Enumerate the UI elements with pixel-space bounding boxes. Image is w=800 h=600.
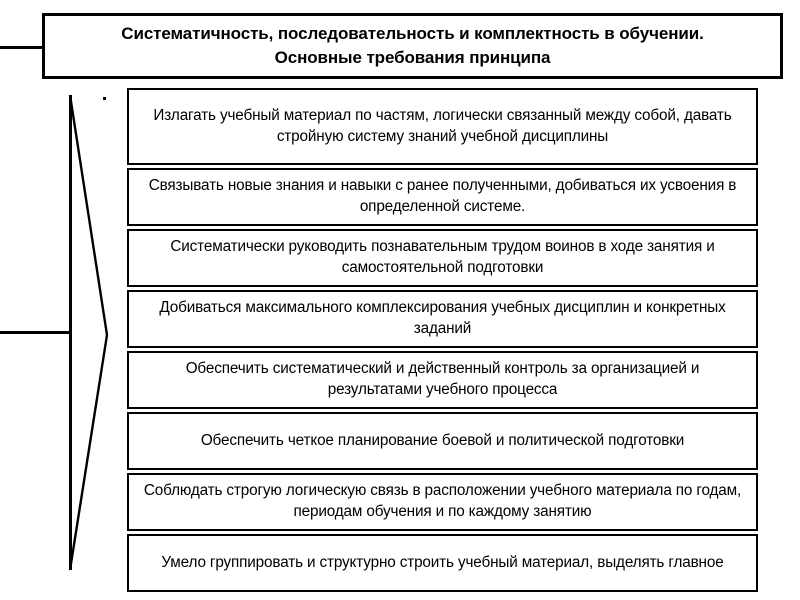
requirement-text-4: Добиваться максимального комплексировани… [159, 299, 726, 337]
requirement-box-4[interactable]: Добиваться максимального комплексировани… [127, 290, 758, 348]
requirements-list: Излагать учебный материал по частям, лог… [127, 88, 758, 595]
requirement-text-6: Обеспечить четкое планирование боевой и … [200, 431, 685, 449]
stray-dot-artifact [103, 97, 106, 100]
requirement-text-1: Излагать учебный материал по частям, лог… [153, 106, 732, 145]
requirement-box-1[interactable]: Излагать учебный материал по частям, лог… [127, 88, 758, 165]
requirement-box-2[interactable]: Связывать новые знания и навыки с ранее … [127, 168, 758, 226]
grouping-brace-icon [68, 94, 109, 571]
connector-line-top [0, 46, 43, 49]
slide-title-line-2: Основные требования принципа [274, 48, 551, 67]
slide-title-box: Систематичность, последовательность и ко… [42, 13, 783, 79]
requirement-box-3[interactable]: Систематически руководить познавательным… [127, 229, 758, 287]
slide-title-line-1: Систематичность, последовательность и ко… [121, 23, 704, 43]
requirement-text-2: Связывать новые знания и навыки с ранее … [148, 177, 737, 215]
requirement-box-5[interactable]: Обеспечить систематический и действенный… [127, 351, 758, 409]
requirement-text-7: Соблюдать строгую логическую связь в рас… [143, 482, 742, 520]
requirement-box-7[interactable]: Соблюдать строгую логическую связь в рас… [127, 473, 758, 531]
requirement-text-3: Систематически руководить познавательным… [170, 238, 715, 276]
requirement-text-5: Обеспечить систематический и действенный… [185, 360, 700, 398]
requirement-box-6[interactable]: Обеспечить четкое планирование боевой и … [127, 412, 758, 470]
requirement-text-8: Умело группировать и структурно строить … [161, 553, 724, 571]
connector-line-middle [0, 331, 71, 334]
requirement-box-8[interactable]: Умело группировать и структурно строить … [127, 534, 758, 592]
